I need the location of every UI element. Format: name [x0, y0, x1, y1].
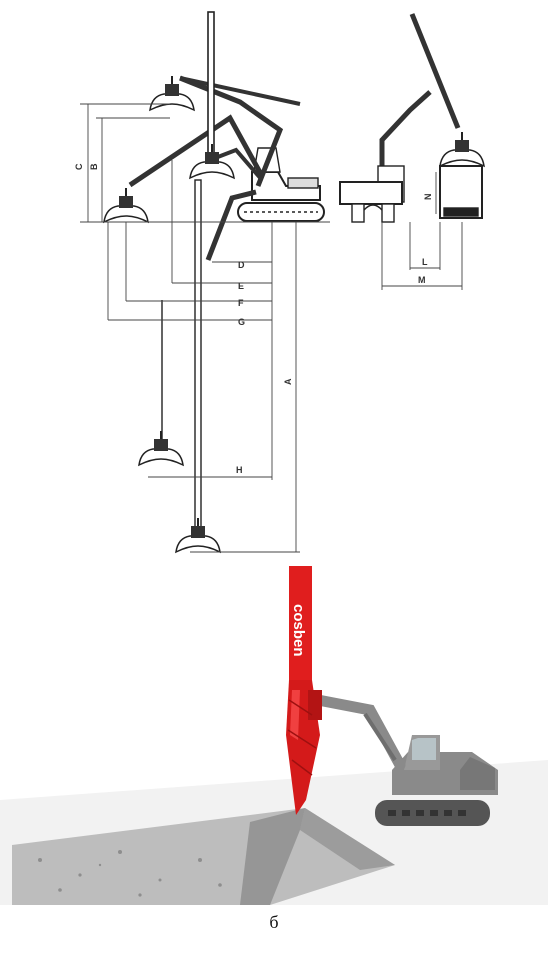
dim-label-f: F	[238, 298, 244, 308]
dimension-labels: C B D E F G H A L M N	[74, 163, 433, 475]
front-view-drawing	[339, 13, 483, 223]
dim-label-e: E	[238, 281, 244, 291]
brand-label: cosben	[290, 604, 307, 657]
dim-label-b: B	[89, 163, 99, 170]
figure-caption: б	[269, 912, 279, 932]
excavation-pit	[12, 808, 395, 905]
dim-label-c: C	[74, 163, 84, 170]
grab-bucket-icon	[439, 131, 485, 167]
dimension-lines	[80, 103, 330, 553]
drilling-mast: cosben	[286, 566, 322, 815]
side-elevation-drawing	[128, 11, 325, 531]
dim-label-a: A	[283, 378, 293, 385]
dim-label-d: D	[238, 260, 245, 270]
dim-label-l: L	[422, 257, 428, 267]
render-scene: cosben	[0, 566, 548, 905]
dim-label-n: N	[423, 194, 433, 201]
dim-label-g: G	[238, 317, 245, 327]
excavator-machine	[312, 694, 498, 826]
dim-label-h: H	[236, 465, 243, 475]
dimension-lines	[381, 172, 463, 290]
dim-label-m: M	[418, 275, 426, 285]
